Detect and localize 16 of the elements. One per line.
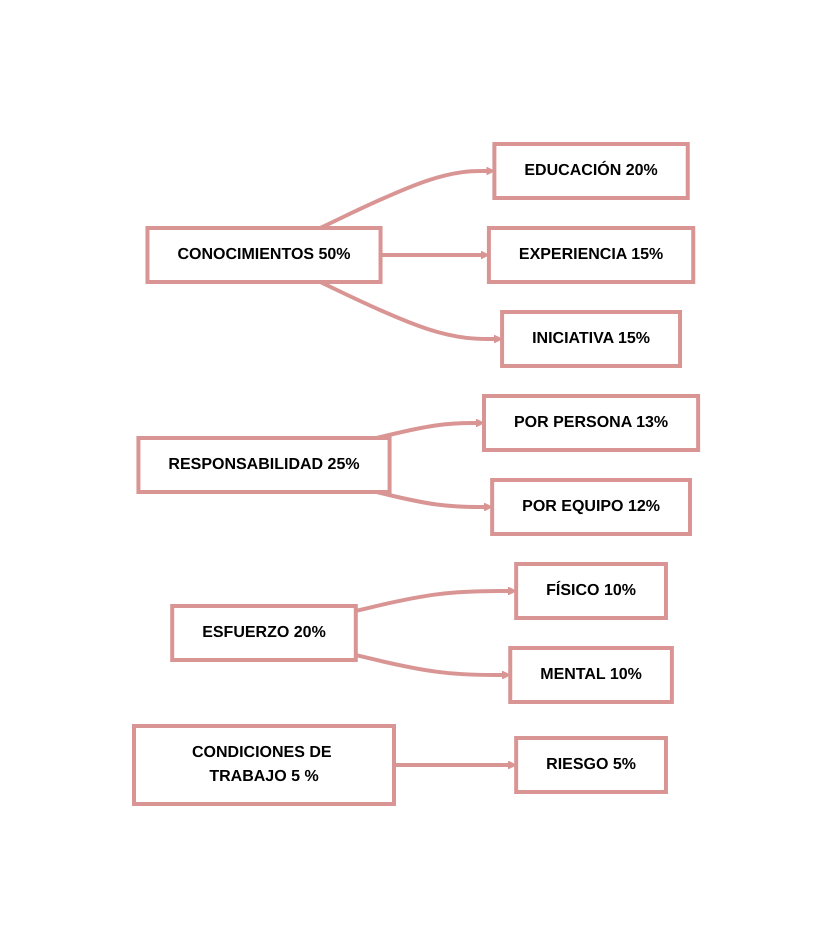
arrow <box>355 653 511 680</box>
node-box: POR PERSONA 13% <box>482 394 700 452</box>
node-box: EDUCACIÓN 20% <box>492 142 690 200</box>
arrow <box>355 586 516 613</box>
node-box: FÍSICO 10% <box>514 562 668 620</box>
node-box: RESPONSABILIDAD 25% <box>136 436 392 494</box>
node-box: INICIATIVA 15% <box>500 310 682 368</box>
node-box: POR EQUIPO 12% <box>490 478 692 536</box>
node-box: RIESGO 5% <box>514 736 668 794</box>
node-box: ESFUERZO 20% <box>170 604 358 662</box>
node-box: CONOCIMIENTOS 50% <box>145 226 382 284</box>
arrow <box>380 250 490 260</box>
node-box: EXPERIENCIA 15% <box>486 226 696 284</box>
node-box: CONDICIONES DE TRABAJO 5 % <box>132 724 396 806</box>
node-box: MENTAL 10% <box>508 646 674 704</box>
arrow <box>394 760 516 770</box>
